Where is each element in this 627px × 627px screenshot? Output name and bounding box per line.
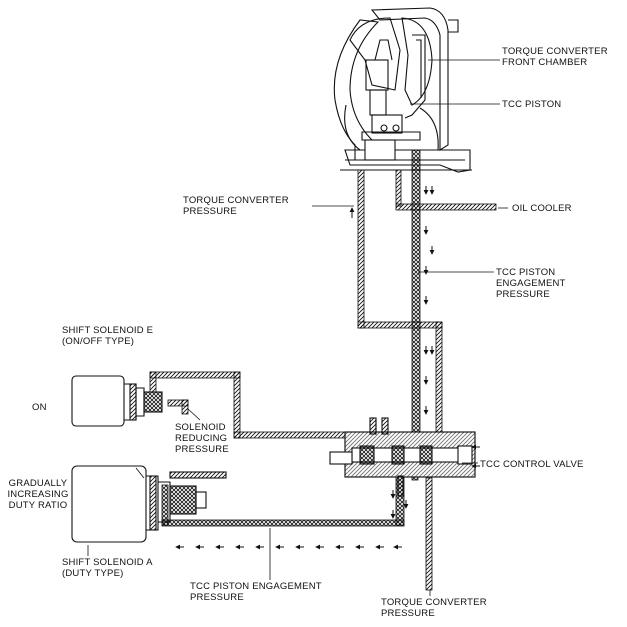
flow-arrows: [175, 186, 480, 550]
label-line: SHIFT SOLENOID A: [62, 557, 153, 568]
label-solenoid-a: SHIFT SOLENOID A (DUTY TYPE): [62, 557, 153, 579]
label-line: FRONT CHAMBER: [502, 57, 588, 68]
label-line: TORQUE CONVERTER: [381, 597, 487, 608]
label-line: SHIFT SOLENOID E: [62, 325, 154, 336]
solenoid-reducing-passage: [149, 371, 375, 439]
label-line: TORQUE CONVERTER: [183, 195, 289, 206]
label-line: PRESSURE: [496, 289, 550, 300]
label-line: PRESSURE: [175, 444, 229, 455]
label-line: TORQUE CONVERTER: [502, 46, 608, 57]
label-line: SOLENOID: [175, 422, 226, 433]
label-line: TCC PISTON: [496, 267, 556, 278]
label-line: TCC PISTON ENGAGEMENT: [190, 581, 322, 592]
label-front-chamber: TORQUE CONVERTER FRONT CHAMBER: [502, 46, 608, 68]
label-line: ON: [32, 402, 47, 413]
label-line: TCC CONTROL VALVE: [480, 459, 584, 470]
label-line: DUTY RATIO: [8, 500, 68, 511]
label-line: (DUTY TYPE): [62, 568, 124, 579]
label-line: PRESSURE: [381, 608, 435, 619]
shift-solenoid-e: [71, 375, 163, 427]
tcc-control-valve: [329, 417, 476, 497]
label-line: PRESSURE: [190, 592, 244, 603]
leader-lines: [87, 59, 508, 596]
label-on: ON: [32, 402, 47, 413]
label-oil-cooler: OIL COOLER: [512, 203, 572, 214]
label-line: PRESSURE: [183, 206, 237, 217]
label-gradually: GRADUALLY INCREASING DUTY RATIO: [6, 478, 70, 511]
label-tcc-engagement-bottom: TCC PISTON ENGAGEMENT PRESSURE: [190, 581, 322, 603]
label-line: OIL COOLER: [512, 203, 572, 214]
shift-solenoid-a: [71, 465, 227, 543]
label-tc-pressure-top: TORQUE CONVERTER PRESSURE: [183, 195, 289, 217]
label-solenoid-reducing: SOLENOID REDUCING PRESSURE: [175, 422, 229, 455]
label-line: REDUCING: [175, 433, 228, 444]
label-line: ENGAGEMENT: [496, 278, 566, 289]
label-line: GRADUALLY: [8, 478, 68, 489]
label-line: TCC PISTON: [502, 99, 562, 110]
label-tc-pressure-bottom: TORQUE CONVERTER PRESSURE: [381, 597, 487, 619]
label-solenoid-e: SHIFT SOLENOID E (ON/OFF TYPE): [62, 325, 153, 347]
label-line: INCREASING: [7, 489, 69, 500]
label-tcc-control-valve: TCC CONTROL VALVE: [480, 459, 584, 470]
label-tcc-engagement-right: TCC PISTON ENGAGEMENT PRESSURE: [496, 267, 566, 300]
label-line: (ON/OFF TYPE): [62, 336, 135, 347]
tc-pressure-passage: [357, 169, 497, 433]
torque-converter: [333, 7, 472, 173]
label-tcc-piston: TCC PISTON: [502, 99, 561, 110]
